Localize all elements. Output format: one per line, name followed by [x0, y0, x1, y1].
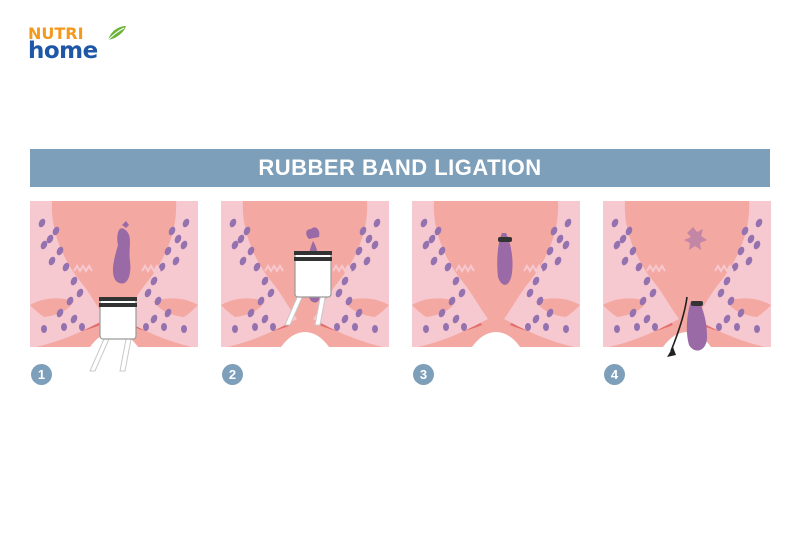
- step-4-illustration: [603, 201, 771, 371]
- logo-top-text: NUTRI: [28, 24, 84, 43]
- band-applied-icon: [221, 201, 389, 347]
- logo-bottom-text: home: [28, 38, 98, 64]
- hemorrhoid-falls-off-icon: [603, 201, 771, 357]
- nutrihome-logo: NUTRI home: [28, 24, 138, 74]
- step-2-illustration: [221, 201, 389, 371]
- leaf-icon: [107, 26, 126, 41]
- diagram-title: RUBBER BAND LIGATION: [258, 155, 542, 180]
- step-1-illustration: [30, 201, 198, 372]
- step-1-number: 1: [31, 364, 52, 385]
- step-4-number: 4: [604, 364, 625, 385]
- step-2-number: 2: [222, 364, 243, 385]
- ligator-inserted-icon: [30, 201, 198, 372]
- step-3-illustration: [412, 201, 580, 371]
- title-banner: RUBBER BAND LIGATION: [30, 149, 770, 187]
- step-3-number: 3: [413, 364, 434, 385]
- banded-hemorrhoid-icon: [412, 201, 580, 347]
